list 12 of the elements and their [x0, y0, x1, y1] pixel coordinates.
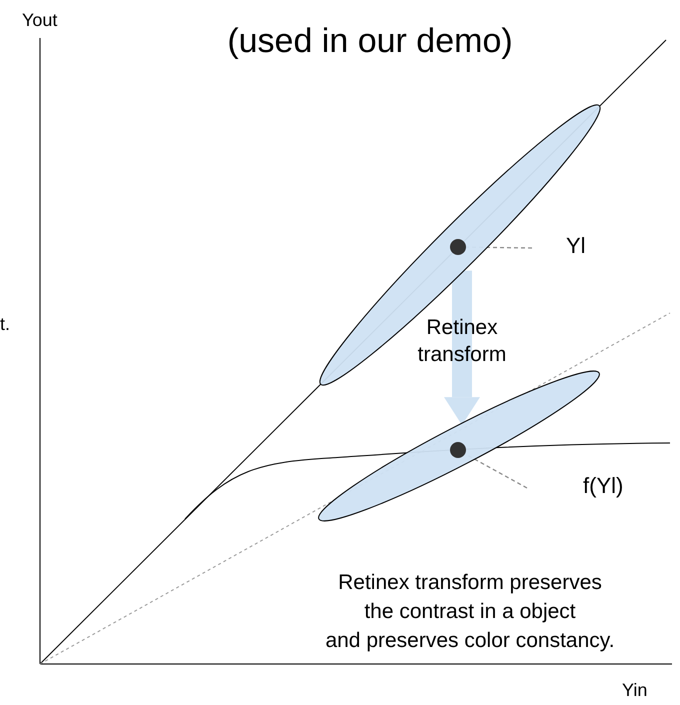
- axis-label: Yout: [22, 10, 58, 31]
- point-dot: [450, 442, 466, 458]
- axis-label: Yin: [622, 680, 648, 701]
- cut-off-text: t.: [0, 314, 12, 335]
- point-label: f(Yl): [583, 473, 624, 499]
- note-text: Retinex transform preserves the contrast in a object and preserves color constancy.: [324, 570, 616, 654]
- ellipse: [320, 105, 600, 385]
- edge-label: Retinex transform: [416, 314, 508, 368]
- transform-arrow: [444, 270, 480, 426]
- point-dot: [450, 239, 466, 255]
- point-label: Yl: [566, 233, 586, 259]
- subtitle: (used in our demo): [226, 22, 514, 61]
